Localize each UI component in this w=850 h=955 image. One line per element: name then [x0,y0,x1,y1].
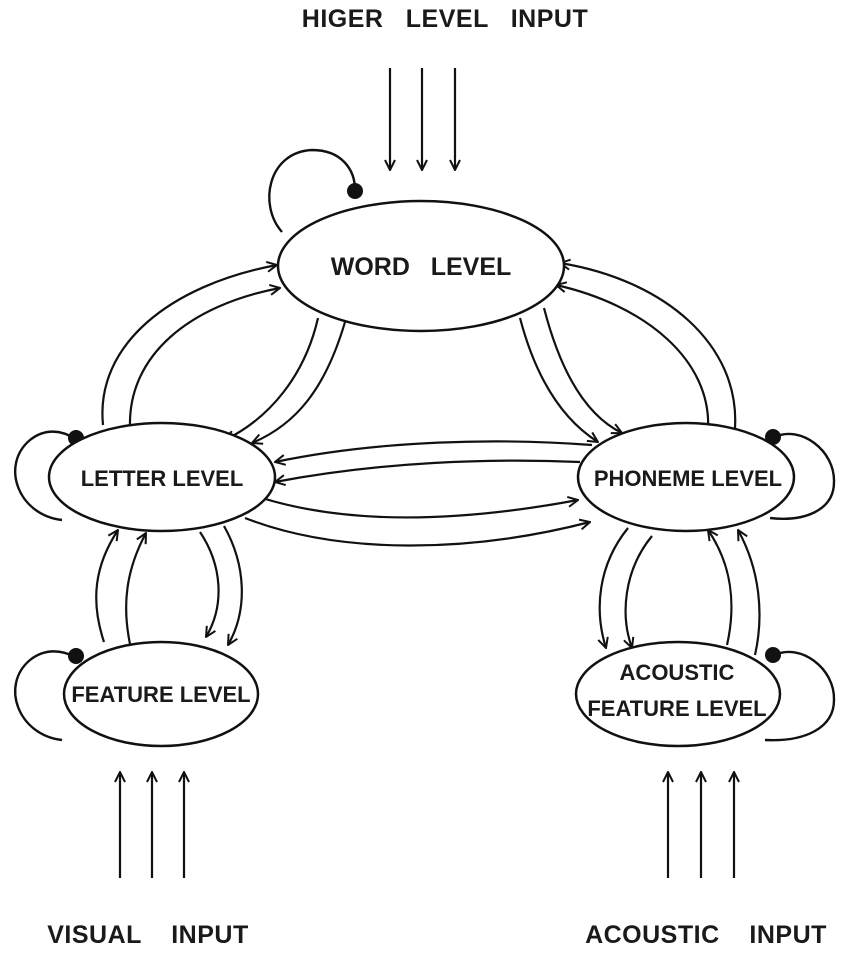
acoustic-to-phoneme-arrow-2 [738,530,761,656]
feature-to-letter-arrow-1 [95,530,118,643]
word-level-label: WORD LEVEL [331,253,512,281]
letter-level-ellipse [47,421,277,533]
phoneme-to-word-arrow-1 [560,263,737,429]
phoneme-level-self-loop [769,432,836,520]
node-feature-level: FEATURE LEVEL [62,640,260,748]
word-level-inhibition-dot [347,183,363,199]
word-to-letter-arrow-2 [252,321,347,443]
phoneme-to-acoustic-arrow-1 [600,527,629,648]
feature-level-inhibition-dot [68,648,84,664]
acoustic-feature-level-label-line1: ACOUSTIC [620,660,735,685]
phoneme-to-letter-arrow-1 [275,440,593,462]
word-level-ellipse [276,199,566,333]
acoustic-feature-level-self-loop [764,650,836,742]
node-letter-level: LETTER LEVEL [47,421,277,533]
feature-level-ellipse [62,640,260,748]
node-word-level: WORD LEVEL [276,199,566,333]
feature-level-label: FEATURE LEVEL [71,682,250,707]
letter-to-word-arrow-1 [101,265,277,426]
word-to-letter-arrow-1 [225,317,320,440]
letter-to-feature-arrow-2 [223,525,243,645]
word-level-self-loop [268,148,357,233]
phoneme-to-acoustic-arrow-2 [626,535,653,648]
node-phoneme-level: PHONEME LEVEL [576,421,796,533]
letter-to-word-arrow-2 [128,288,280,428]
acoustic-feature-level-ellipse [574,640,782,748]
feature-level-self-loop [13,650,76,742]
phoneme-level-ellipse [576,421,796,533]
letter-to-feature-arrow-1 [199,531,220,637]
phoneme-to-word-arrow-2 [556,285,710,431]
letter-to-phoneme-arrow-1 [261,498,578,519]
self-inhibition-loops [13,148,836,742]
acoustic-to-phoneme-arrow-1 [708,530,733,646]
word-to-phoneme-arrow-1 [518,317,598,442]
phoneme-level-label: PHONEME LEVEL [594,466,782,491]
acoustic-feature-level-label-line2: FEATURE LEVEL [587,696,766,721]
acoustic-input-arrows [668,772,734,878]
phoneme-to-letter-arrow-2 [275,459,581,482]
letter-level-label: LETTER LEVEL [81,466,244,491]
feature-to-letter-arrow-2 [125,533,146,645]
letter-to-phoneme-arrow-2 [244,516,590,547]
letter-level-self-loop [13,430,76,522]
visual-input-arrows [120,772,184,878]
node-acoustic-feature-level: ACOUSTIC FEATURE LEVEL [574,640,782,748]
inter-level-connections [95,263,761,656]
acoustic-input-label: ACOUSTIC INPUT [585,921,827,949]
higher-level-input-label: HIGER LEVEL INPUT [302,5,588,33]
visual-input-label: VISUAL INPUT [47,921,249,949]
word-to-phoneme-arrow-2 [542,307,622,433]
acoustic-feature-level-inhibition-dot [765,647,781,663]
higher-level-input-arrows [390,68,455,170]
